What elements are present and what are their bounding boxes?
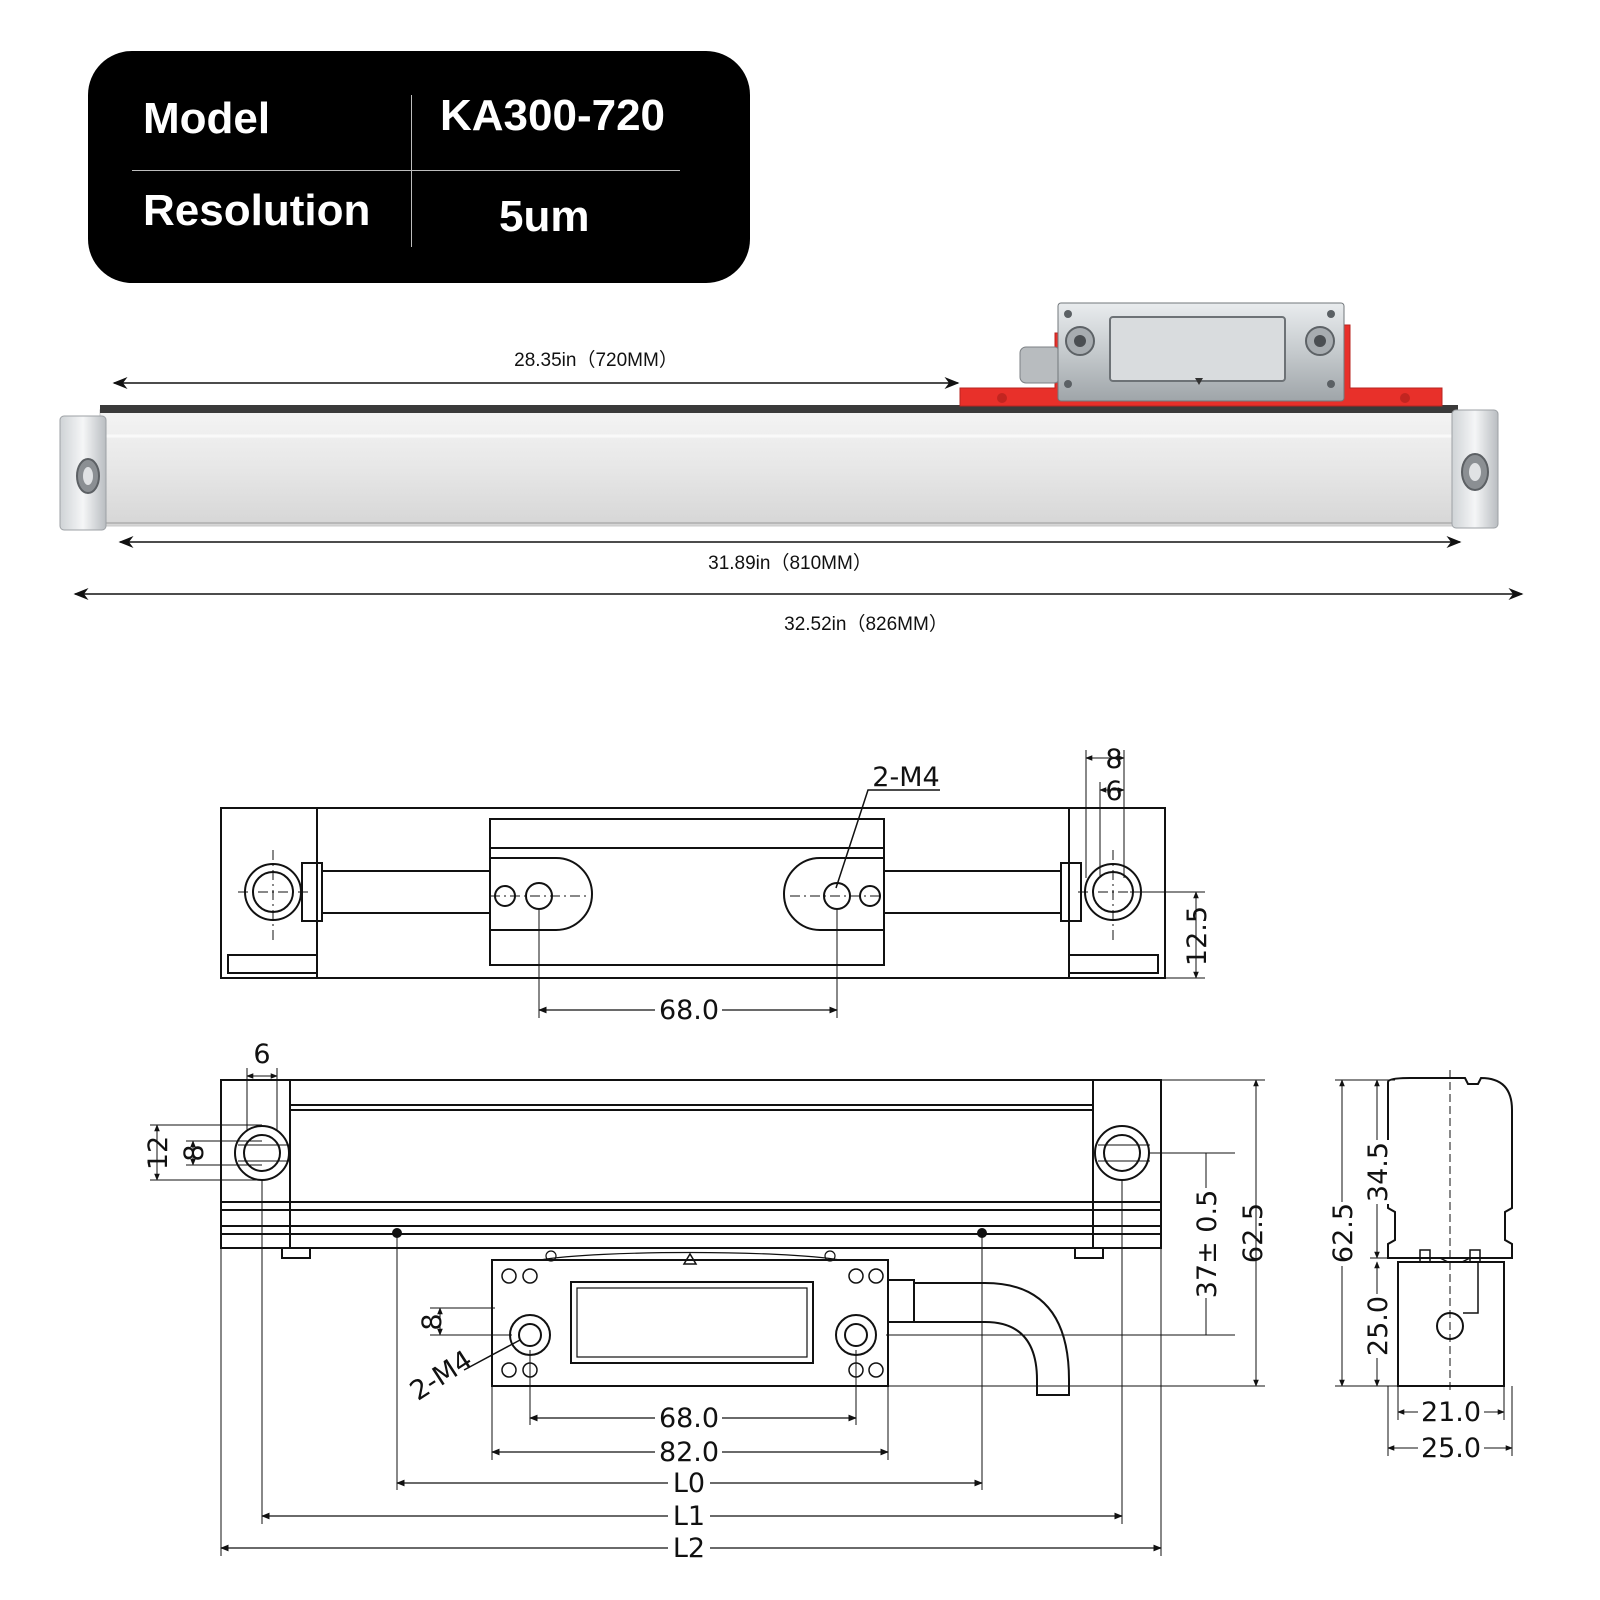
spec-resolution-label: Resolution bbox=[143, 186, 371, 235]
scale-bar-seal bbox=[100, 405, 1458, 413]
spec-table: Model KA300-720 Resolution 5um bbox=[88, 51, 750, 283]
side-view-dim-62-5: 62.5 bbox=[1328, 1203, 1359, 1263]
scale-bar-body bbox=[99, 409, 1459, 527]
top-view-outline bbox=[220, 807, 1166, 979]
front-view-dim-6: 6 bbox=[253, 1039, 270, 1070]
front-view-dim-L1: L1 bbox=[673, 1501, 705, 1532]
spec-table-divider-horizontal bbox=[132, 170, 680, 171]
side-view-dim-21-0: 21.0 bbox=[1421, 1397, 1481, 1428]
top-view-dim-12-5: 12.5 bbox=[1182, 906, 1213, 966]
front-view-dim-8-left: 8 bbox=[179, 1144, 210, 1161]
front-view-reader-window bbox=[570, 1281, 814, 1364]
front-view-dim-L2: L2 bbox=[673, 1533, 705, 1564]
side-view-reader-profile bbox=[1397, 1261, 1505, 1387]
spec-resolution-value: 5um bbox=[499, 192, 590, 241]
side-view-drawing bbox=[1335, 1070, 1513, 1456]
side-view-dim-25-0-horizontal: 25.0 bbox=[1421, 1433, 1481, 1464]
left-end-cap bbox=[59, 415, 107, 531]
overall-length-label: 32.52in（826MM） bbox=[784, 613, 948, 635]
front-view-dim-37: 37± 0.5 bbox=[1192, 1190, 1223, 1299]
side-view-scale-profile bbox=[1387, 1076, 1513, 1259]
front-view-dim-82: 82.0 bbox=[659, 1437, 719, 1468]
spec-model-label: Model bbox=[143, 94, 271, 143]
reader-window bbox=[1109, 316, 1286, 382]
top-view-dim-8: 8 bbox=[1105, 744, 1122, 775]
scale-length-label: 31.89in（810MM） bbox=[708, 552, 872, 574]
front-view-reader-head bbox=[491, 1259, 889, 1387]
reader-head bbox=[1019, 302, 1345, 402]
front-view-drawing bbox=[150, 1068, 1265, 1556]
top-view-dim-68: 68.0 bbox=[659, 995, 719, 1026]
front-view-dim-12: 12 bbox=[143, 1136, 174, 1170]
front-view-dim-8-reader: 8 bbox=[417, 1313, 448, 1330]
spec-model-value: KA300-720 bbox=[440, 91, 666, 140]
top-view-dim-6: 6 bbox=[1105, 776, 1122, 807]
measuring-length-label: 28.35in（720MM） bbox=[514, 349, 678, 371]
top-view-hole-label: 2-M4 bbox=[872, 762, 939, 793]
spec-table-divider-vertical bbox=[411, 95, 412, 247]
side-view-labels bbox=[1327, 1140, 1484, 1462]
product-photo: 28.35in（720MM） 31.89in（810MM） 32.52in（82… bbox=[59, 302, 1524, 635]
right-end-cap bbox=[1451, 409, 1499, 529]
reader-cable-connector bbox=[1019, 346, 1061, 384]
top-view-drawing bbox=[220, 750, 1205, 1018]
front-view-dim-68: 68.0 bbox=[659, 1403, 719, 1434]
front-view-hole-label: 2-M4 bbox=[405, 1345, 478, 1408]
side-view-dim-25-0-vertical: 25.0 bbox=[1363, 1296, 1394, 1356]
front-view-dim-62-5: 62.5 bbox=[1238, 1203, 1269, 1263]
top-view-reader-plate bbox=[489, 818, 885, 966]
side-view-dim-34-5: 34.5 bbox=[1363, 1142, 1394, 1202]
front-view-dim-L0: L0 bbox=[673, 1468, 705, 1499]
